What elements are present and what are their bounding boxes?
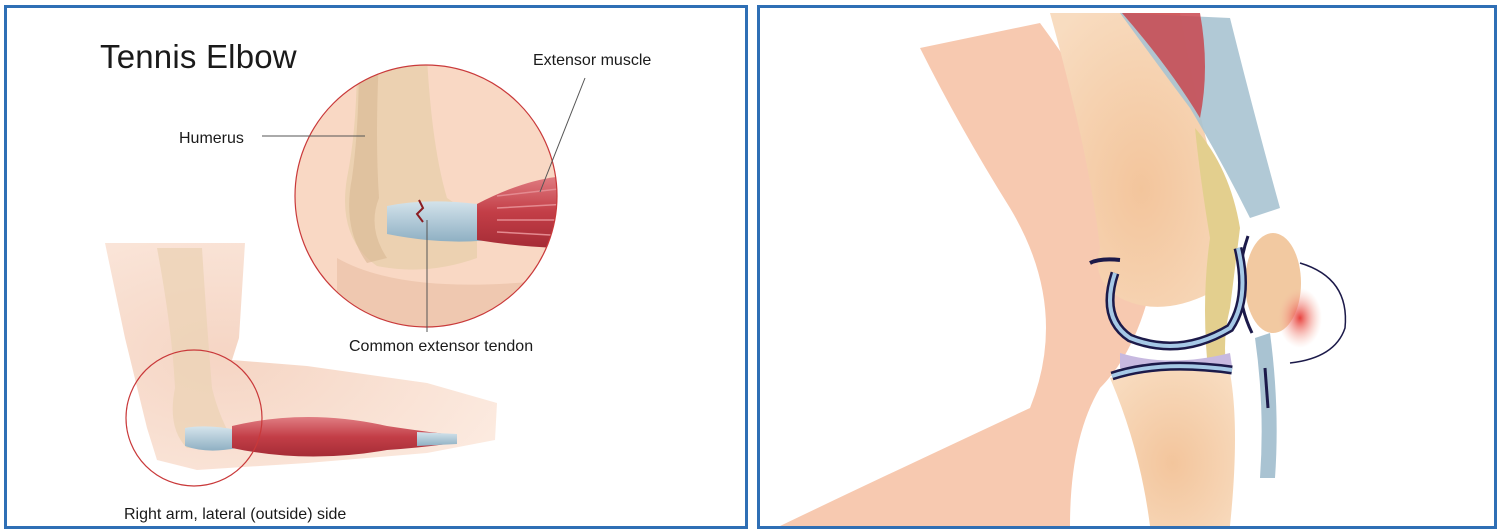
- knee-illustration: [760, 8, 1494, 526]
- view-caption: Right arm, lateral (outside) side: [124, 506, 346, 524]
- elbow-illustration: [7, 8, 745, 526]
- tennis-elbow-panel: Tennis Elbow Humerus Extensor muscle Com…: [4, 5, 748, 529]
- tibia: [1110, 369, 1235, 526]
- zoom-detail: [295, 58, 567, 338]
- humerus-label: Humerus: [179, 130, 244, 148]
- common-extensor-tendon-label: Common extensor tendon: [349, 338, 533, 356]
- diagram-title: Tennis Elbow: [100, 38, 297, 76]
- extensor-muscle-label: Extensor muscle: [533, 52, 651, 70]
- extensor-muscle-leader-line: [540, 78, 585, 192]
- knee-panel: [757, 5, 1497, 529]
- inflammation-spot: [1278, 288, 1322, 348]
